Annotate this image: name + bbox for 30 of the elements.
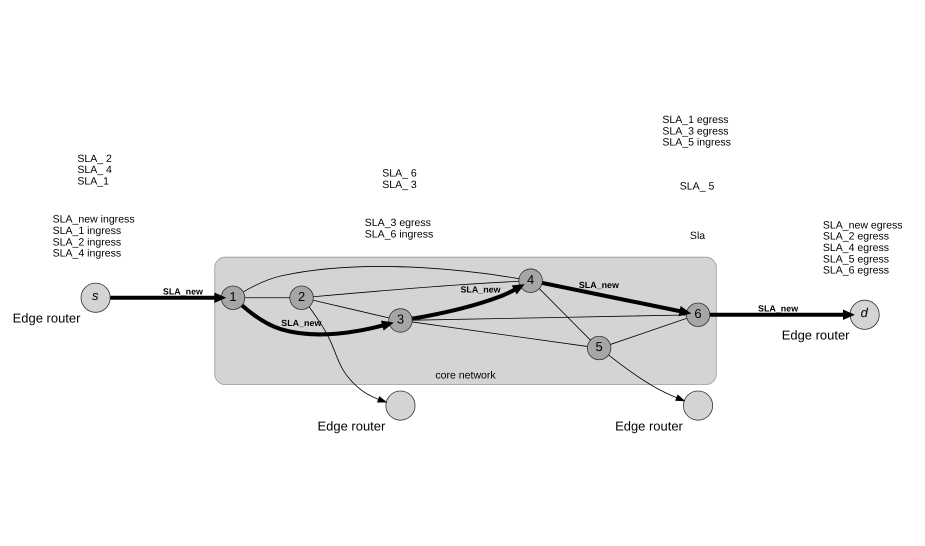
edge-label: SLA_new: [578, 280, 619, 290]
label: SLA_1 ingress: [52, 225, 122, 237]
label: SLA_3 egress: [364, 216, 431, 229]
label: SLA_ 6: [382, 167, 417, 180]
label: SLA_ 5: [680, 180, 714, 192]
label: SLA_4 egress: [822, 242, 890, 254]
label: SLA_6 ingress: [364, 228, 434, 240]
node-label: Edge router: [615, 418, 683, 434]
node-label: Edge router: [318, 418, 386, 434]
label: Sla: [690, 230, 706, 242]
edge-label: SLA_new: [758, 303, 798, 314]
label: SLA_new egress: [822, 219, 903, 232]
label: SLA_4 ingress: [52, 248, 122, 260]
label: SLA_1: [77, 176, 109, 188]
node-label: Edge router: [782, 328, 850, 343]
edge-label: SLA_new: [460, 284, 501, 295]
label: SLA_new ingress: [52, 214, 135, 226]
edge-label: SLA_new: [162, 286, 203, 296]
label: SLA_1 egress: [662, 114, 729, 126]
label: SLA_ 3: [382, 178, 417, 191]
label: SLA_5 ingress: [662, 136, 731, 149]
label: SLA_5 egress: [822, 253, 890, 266]
node-label: Edge router: [12, 310, 80, 326]
label: SLA_2 ingress: [52, 236, 122, 248]
label: SLA_3 egress: [662, 125, 729, 138]
edge-label: SLA_new: [281, 318, 322, 328]
label: SLA_ 2: [77, 152, 112, 165]
label: SLA_6 egress: [822, 264, 890, 277]
label: SLA_ 4: [77, 164, 112, 176]
label: SLA_2 egress: [822, 230, 890, 243]
